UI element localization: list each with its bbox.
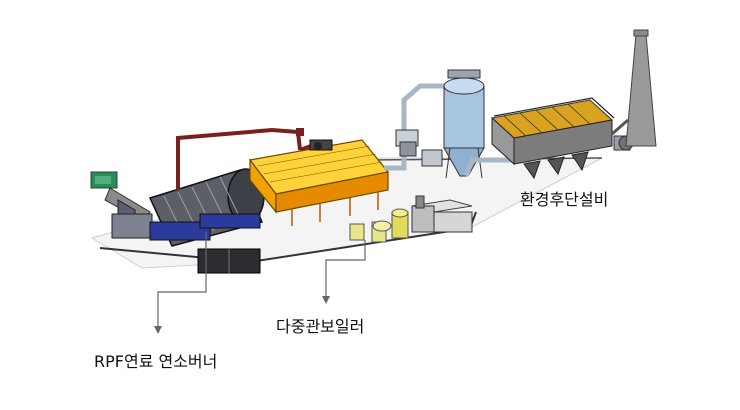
- label-emission-control: 환경후단설비: [520, 190, 609, 209]
- auxiliary-unit: [411, 195, 473, 233]
- chimney-stack: [625, 29, 657, 147]
- label-rpf-burner: RPF연료 연소버너: [94, 352, 218, 371]
- fuel-feeder: [90, 171, 153, 239]
- duct-to-cyclone: [384, 83, 448, 171]
- leader-burner: [154, 232, 207, 334]
- leader-boiler: [322, 240, 366, 304]
- bag-filter: [490, 97, 615, 180]
- water-tanks: [349, 208, 409, 243]
- multi-tube-boiler: [248, 139, 390, 226]
- burner-control-panel: [197, 248, 261, 274]
- cyclone-silo: [421, 69, 485, 179]
- label-multi-tube-boiler: 다중관보일러: [276, 317, 365, 336]
